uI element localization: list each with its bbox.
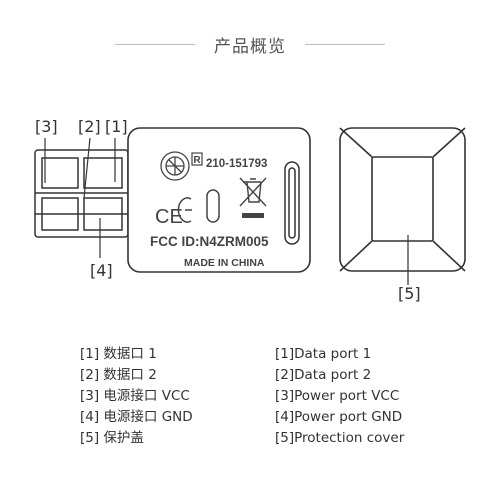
- legend-en-item-5: [5]Protection cover: [275, 430, 405, 446]
- legend-cn-item-2: [2] 数据口 2: [80, 367, 157, 383]
- weee-crossed-bin-icon: [239, 177, 267, 207]
- r-mark-text: R: [193, 155, 201, 166]
- r-mark-icon: R: [191, 152, 203, 166]
- contact-vcc: [41, 157, 79, 189]
- legend-en-item-1: [1]Data port 1: [275, 346, 372, 362]
- approval-code: 210-151793: [206, 158, 267, 170]
- title-left-rule: [115, 44, 195, 45]
- legend-cn-item-3: [3] 电源接口 VCC: [80, 388, 190, 404]
- ce-mark: CE: [155, 206, 183, 228]
- fcc-id-text: FCC ID:N4ZRM005: [150, 234, 269, 249]
- legend-en-item-3: [3]Power port VCC: [275, 388, 400, 404]
- header: 产品概览: [0, 30, 500, 58]
- callout-3: [3]: [35, 117, 58, 136]
- callout-2: [2]: [78, 117, 101, 136]
- origin-text: MADE IN CHINA: [184, 257, 265, 269]
- oval-mark-icon: [206, 189, 220, 223]
- side-slot: [284, 161, 300, 245]
- title-right-rule: [305, 44, 385, 45]
- compliance-c-icon: [177, 197, 192, 223]
- legend-en-item-4: [4]Power port GND: [275, 409, 403, 425]
- callout-5: [5]: [398, 284, 421, 303]
- callout-1: [1]: [105, 117, 128, 136]
- weee-bar: [242, 213, 264, 218]
- legend-cn-item-4: [4] 电源接口 GND: [80, 409, 193, 425]
- page-title: 产品概览: [214, 37, 286, 57]
- legend-cn-item-5: [5] 保护盖: [80, 430, 144, 446]
- approval-seal-icon: [160, 151, 190, 181]
- legend-english: [1]Data port 1 [2]Data port 2 [3]Power p…: [275, 344, 404, 449]
- legend-en-item-2: [2]Data port 2: [275, 367, 372, 383]
- callout-4: [4]: [90, 261, 113, 280]
- callout-leaders: [44, 137, 409, 285]
- legend-cn-item-1: [1] 数据口 1: [80, 346, 157, 362]
- protection-cover: [339, 127, 466, 272]
- contact-data1: [83, 157, 123, 189]
- legend-chinese: [1] 数据口 1 [2] 数据口 2 [3] 电源接口 VCC [4] 电源接…: [80, 344, 193, 449]
- usb-plug: [34, 149, 129, 238]
- leader-2: [83, 137, 91, 199]
